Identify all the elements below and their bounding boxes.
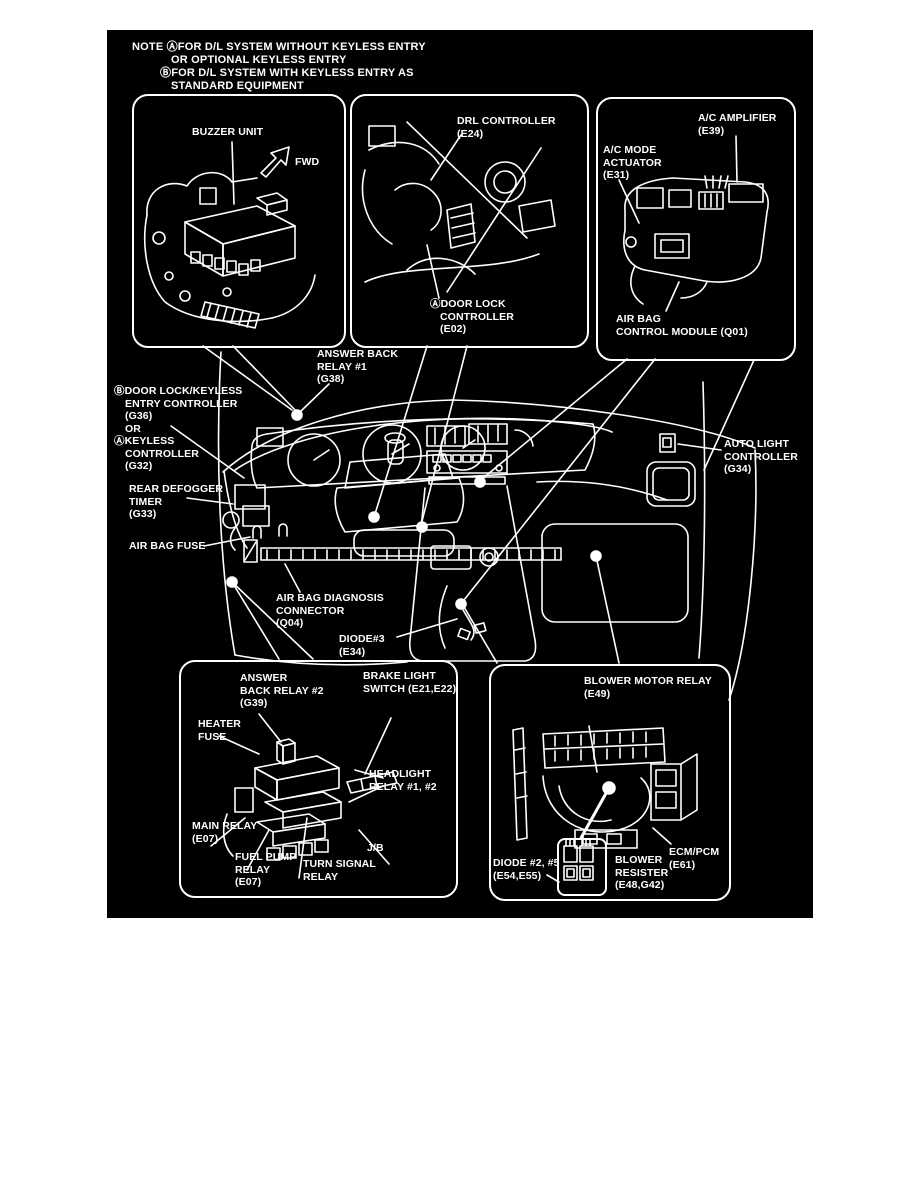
diode-connector-inset-box — [557, 838, 607, 896]
label-blower-motor-relay: BLOWER MOTOR RELAY (E49) — [584, 675, 712, 700]
label-answer-back-relay-1: ANSWER BACK RELAY #1 (G38) — [317, 348, 399, 385]
label-turn-signal-relay: TURN SIGNAL RELAY — [303, 858, 376, 883]
label-brake-light-switch: BRAKE LIGHT SWITCH (E21,E22) — [363, 670, 457, 695]
label-blower-resister: BLOWER RESISTER (E48,G42) — [615, 854, 669, 891]
label-diode-2-5: DIODE #2, #5 (E54,E55) — [493, 857, 560, 882]
label-airbag-control-module: AIR BAG CONTROL MODULE (Q01) — [616, 313, 748, 338]
label-answer-back-relay-2: ANSWER BACK RELAY #2 (G39) — [240, 672, 324, 709]
component-location-figure: NOTE ⒶFOR D/L SYSTEM WITHOUT KEYLESS ENT… — [107, 30, 813, 918]
label-air-bag-diagnosis-connector: AIR BAG DIAGNOSIS CONNECTOR (Q04) — [276, 592, 384, 629]
label-auto-light-controller: AUTO LIGHT CONTROLLER (G34) — [724, 438, 798, 475]
label-buzzer-unit: BUZZER UNIT — [192, 126, 264, 138]
note-line-1: NOTE ⒶFOR D/L SYSTEM WITHOUT KEYLESS ENT… — [132, 41, 426, 53]
callout-box-blower — [489, 664, 731, 901]
label-ac-amplifier: A/C AMPLIFIER (E39) — [698, 112, 777, 137]
label-door-lock-controller: ⒶDOOR LOCK CONTROLLER (E02) — [430, 298, 514, 335]
note-line-3: ⒷFOR D/L SYSTEM WITH KEYLESS ENTRY AS — [160, 67, 414, 79]
dashboard-art — [217, 351, 757, 701]
label-fuel-pump-relay: FUEL PUMP RELAY (E07) — [235, 851, 297, 888]
callout-box-drl-door-lock — [350, 94, 589, 348]
callout-box-ac-airbag — [596, 97, 796, 361]
label-ecm-pcm: ECM/PCM (E61) — [669, 846, 720, 871]
label-jb: J/B — [367, 842, 384, 854]
label-rear-defogger-timer: REAR DEFOGGER TIMER (G33) — [129, 483, 224, 520]
note-line-2: OR OPTIONAL KEYLESS ENTRY — [171, 54, 347, 66]
label-ac-mode-actuator: A/C MODE ACTUATOR (E31) — [603, 144, 662, 181]
label-drl-controller: DRL CONTROLLER (E24) — [457, 115, 556, 140]
label-air-bag-fuse: AIR BAG FUSE — [129, 540, 206, 552]
label-door-lock-keyless-controller: ⒷDOOR LOCK/KEYLESS ENTRY CONTROLLER (G36… — [114, 385, 243, 472]
leader-lines — [170, 345, 722, 664]
label-headlight-relay: HEADLIGHT RELAY #1, #2 — [369, 768, 437, 793]
label-main-relay: MAIN RELAY (E07) — [192, 820, 258, 845]
label-diode-3: DIODE#3 (E34) — [339, 633, 385, 658]
note-line-4: STANDARD EQUIPMENT — [171, 80, 304, 92]
label-fwd: FWD — [295, 156, 320, 168]
label-heater-fuse: HEATER FUSE — [198, 718, 241, 743]
